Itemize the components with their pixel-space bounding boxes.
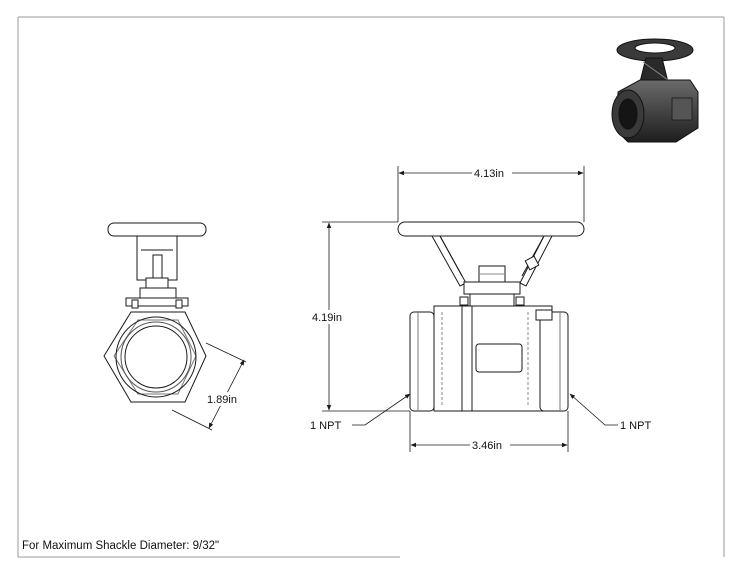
end-view-handle xyxy=(107,222,207,237)
isometric-thumbnail xyxy=(611,38,699,143)
front-view-right-end xyxy=(539,311,569,412)
dimension-overall-height-label: 4.19in xyxy=(312,312,342,324)
front-view-left-end xyxy=(409,311,435,412)
dimension-body-length-label: 3.46in xyxy=(472,440,502,452)
callout-left-port xyxy=(352,393,411,426)
callout-left-port-label: 1 NPT xyxy=(310,420,341,432)
dimension-handle-width-label: 4.13in xyxy=(474,168,504,180)
dimension-hex-label: 1.89in xyxy=(207,394,237,406)
callout-right-port-label: 1 NPT xyxy=(620,420,651,432)
callout-right-port xyxy=(569,393,618,426)
shackle-note: For Maximum Shackle Diameter: 9/32" xyxy=(22,540,219,552)
front-view-handle xyxy=(397,221,585,237)
end-view xyxy=(103,222,207,403)
sheet-border xyxy=(17,16,725,558)
front-view-label-plate xyxy=(475,343,523,373)
front-view xyxy=(397,221,585,412)
